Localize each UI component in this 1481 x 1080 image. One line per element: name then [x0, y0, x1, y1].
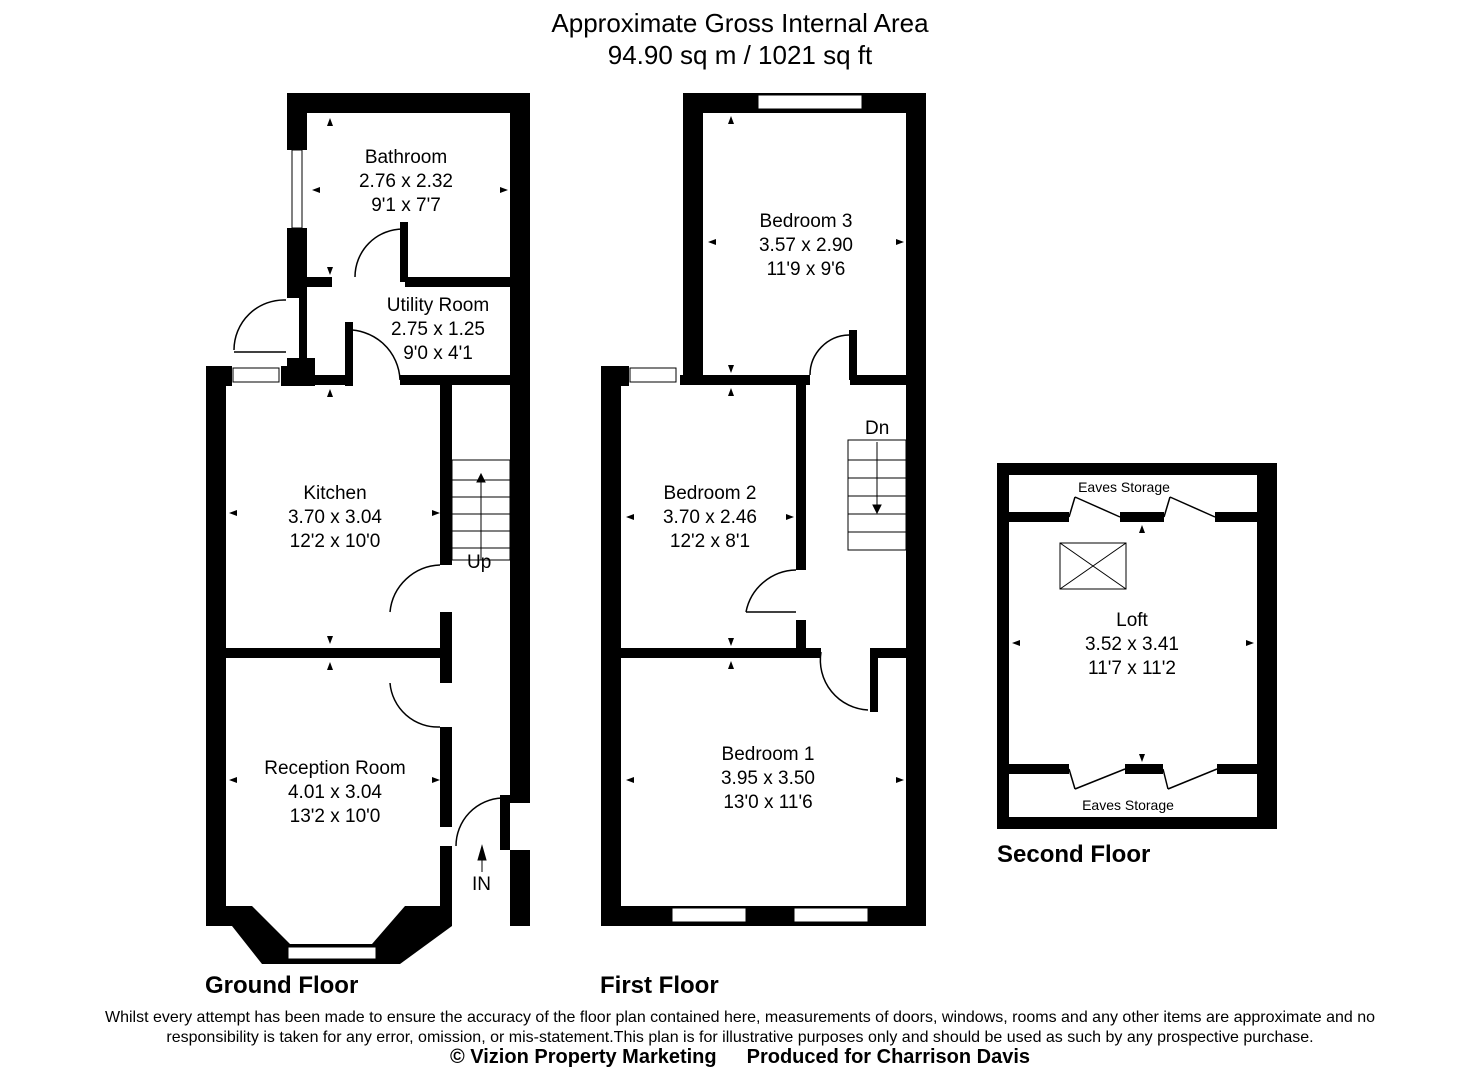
first-floor-doors [745, 334, 869, 711]
room-imperial: 13'2 x 10'0 [289, 806, 381, 827]
room-imperial: 9'0 x 4'1 [403, 343, 473, 364]
first-floor-label: First Floor [600, 972, 719, 999]
room-name: Kitchen [303, 483, 367, 504]
eaves-storage-top: Eaves Storage [1078, 479, 1170, 495]
room-loft: Loft 3.52 x 3.41 11'7 x 11'2 [1085, 609, 1179, 681]
first-floor-walls [601, 93, 926, 926]
second-floor-walls [997, 463, 1277, 829]
room-name: Bedroom 3 [759, 211, 853, 232]
room-metric: 3.52 x 3.41 [1084, 634, 1180, 655]
room-bedroom-1: Bedroom 1 3.95 x 3.50 13'0 x 11'6 [721, 743, 815, 815]
room-imperial: 13'0 x 11'6 [723, 792, 813, 813]
produced-for: Produced for Charrison Davis [746, 1046, 1031, 1068]
ground-floor-walls [206, 93, 530, 964]
copyright: © Vizion Property Marketing [449, 1046, 717, 1068]
room-metric: 2.75 x 1.25 [390, 319, 486, 340]
skylight-icon [1059, 542, 1127, 590]
room-bathroom: Bathroom 2.76 x 2.32 9'1 x 7'7 [359, 146, 453, 218]
ground-floor-windows [232, 149, 377, 960]
ground-floor-doors [233, 228, 503, 847]
room-metric: 3.70 x 3.04 [287, 507, 383, 528]
first-floor-stairs [847, 439, 907, 551]
stairs-down-label: Dn [865, 418, 890, 439]
room-name: Loft [1116, 610, 1148, 631]
dimension-arrows [229, 116, 1254, 783]
eaves-storage-bottom: Eaves Storage [1082, 797, 1174, 813]
room-imperial: 12'2 x 10'0 [289, 531, 381, 552]
room-imperial: 11'7 x 11'2 [1088, 658, 1176, 679]
room-bedroom-3: Bedroom 3 3.57 x 2.90 11'9 x 9'6 [759, 210, 853, 282]
room-imperial: 9'1 x 7'7 [371, 195, 441, 216]
ground-floor-stairs [451, 459, 511, 872]
stairs-up-label: Up [467, 552, 492, 573]
room-name: Bathroom [364, 147, 448, 168]
room-bedroom-2: Bedroom 2 3.70 x 2.46 12'2 x 8'1 [663, 482, 757, 554]
plan-title: Approximate Gross Internal Area [551, 8, 929, 38]
room-reception: Reception Room 4.01 x 3.04 13'2 x 10'0 [264, 757, 406, 829]
gross-area: 94.90 sq m / 1021 sq ft [607, 40, 873, 70]
second-floor-label: Second Floor [997, 841, 1151, 868]
credits: © Vizion Property Marketing Produced for … [450, 1046, 1030, 1069]
room-metric: 3.57 x 2.90 [758, 235, 854, 256]
ground-floor-label: Ground Floor [205, 972, 359, 999]
room-metric: 3.95 x 3.50 [720, 768, 816, 789]
room-name: Bedroom 2 [663, 483, 757, 504]
room-name: Utility Room [386, 295, 490, 316]
room-metric: 3.70 x 2.46 [662, 507, 758, 528]
entrance-label: IN [472, 874, 491, 895]
room-name: Bedroom 1 [721, 744, 815, 765]
room-utility: Utility Room 2.75 x 1.25 9'0 x 4'1 [387, 294, 489, 366]
first-floor-windows [629, 94, 869, 923]
room-imperial: 12'2 x 8'1 [669, 531, 751, 552]
room-name: Reception Room [264, 758, 406, 779]
second-floor-doors [1068, 496, 1218, 790]
room-imperial: 11'9 x 9'6 [766, 259, 846, 280]
room-kitchen: Kitchen 3.70 x 3.04 12'2 x 10'0 [288, 482, 382, 554]
room-metric: 2.76 x 2.32 [358, 171, 454, 192]
disclaimer: Whilst every attempt has been made to en… [104, 1009, 1375, 1046]
room-metric: 4.01 x 3.04 [287, 782, 383, 803]
